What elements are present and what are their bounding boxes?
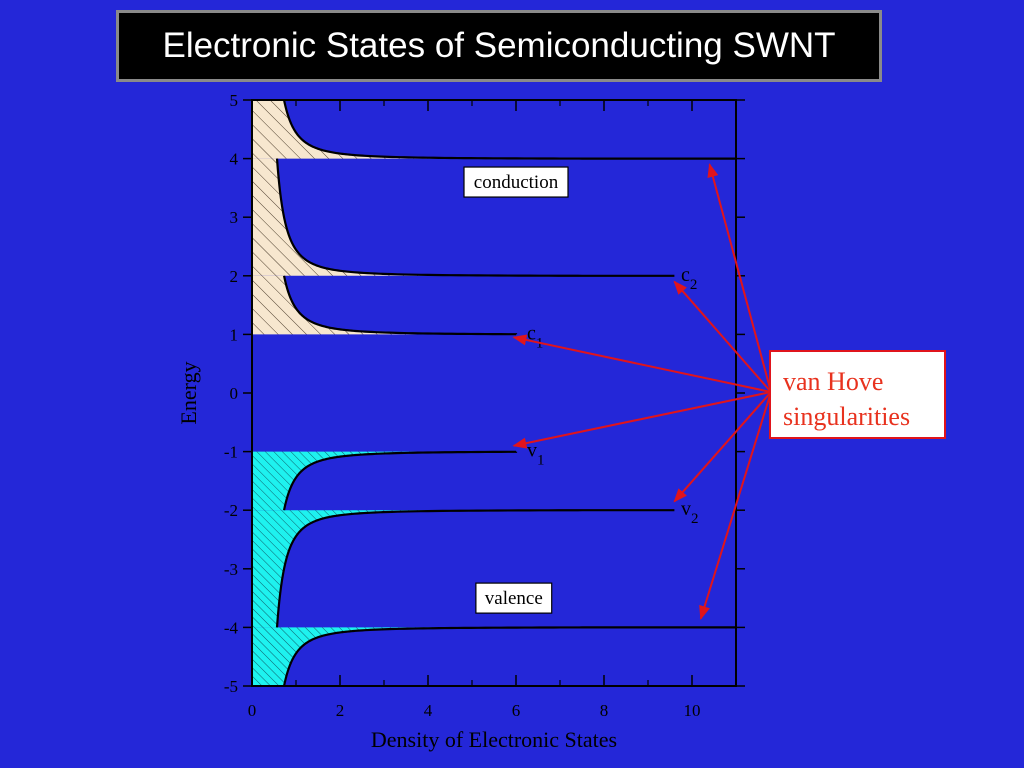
valence-band-fill	[252, 510, 587, 628]
singularity-arrow	[673, 280, 772, 393]
conduction-dos-curve	[275, 158, 675, 277]
band-label-c2: c2	[681, 264, 697, 293]
x-tick-label: 10	[684, 701, 701, 720]
band-label-v2: v2	[681, 498, 699, 527]
conduction-band-fill	[252, 100, 587, 159]
y-tick-label: 5	[230, 91, 239, 110]
callout-line-1: van Hove	[783, 367, 884, 396]
conduction-dos-curve	[282, 99, 736, 160]
conduction-label-box: conduction	[463, 166, 569, 198]
y-tick-label: 0	[230, 384, 239, 403]
y-tick-label: -2	[224, 501, 238, 520]
valence-label-box: valence	[475, 582, 553, 614]
singularity-arrow	[512, 334, 772, 393]
x-tick-label: 8	[600, 701, 609, 720]
slide-title: Electronic States of Semiconducting SWNT	[116, 10, 882, 82]
band-label-c1: c1	[527, 322, 543, 351]
conduction-band-fill	[252, 275, 516, 335]
van-hove-callout: van Hove singularities	[769, 350, 946, 439]
conduction-band-fill	[252, 158, 587, 276]
y-tick-label: 3	[230, 208, 239, 227]
y-tick-label: 4	[230, 150, 239, 169]
x-tick-label: 2	[336, 701, 345, 720]
conduction-dos-curve	[282, 275, 518, 336]
callout-line-2: singularities	[783, 402, 911, 431]
valence-label: valence	[485, 588, 543, 609]
y-tick-label: -1	[224, 443, 238, 462]
x-tick-label: 6	[512, 701, 521, 720]
valence-dos-curve	[282, 626, 736, 687]
y-axis-label: Energy	[176, 361, 201, 424]
singularity-arrow	[512, 391, 772, 449]
x-tick-label: 4	[424, 701, 433, 720]
y-tick-label: 2	[230, 267, 239, 286]
y-tick-label: -4	[224, 618, 239, 637]
y-tick-label: -5	[224, 677, 238, 696]
conduction-label: conduction	[474, 172, 559, 193]
y-tick-label: 1	[230, 325, 239, 344]
singularity-arrow	[707, 163, 772, 393]
valence-band-fill	[252, 451, 516, 511]
valence-dos-curve	[275, 509, 675, 628]
x-tick-label: 0	[248, 701, 257, 720]
valence-band-fill	[252, 627, 587, 686]
singularity-arrow	[673, 391, 772, 503]
band-label-v1: v1	[527, 440, 545, 469]
x-axis-label: Density of Electronic States	[371, 727, 617, 752]
y-tick-label: -3	[224, 560, 238, 579]
singularity-arrow	[699, 391, 772, 620]
valence-dos-curve	[282, 450, 518, 511]
